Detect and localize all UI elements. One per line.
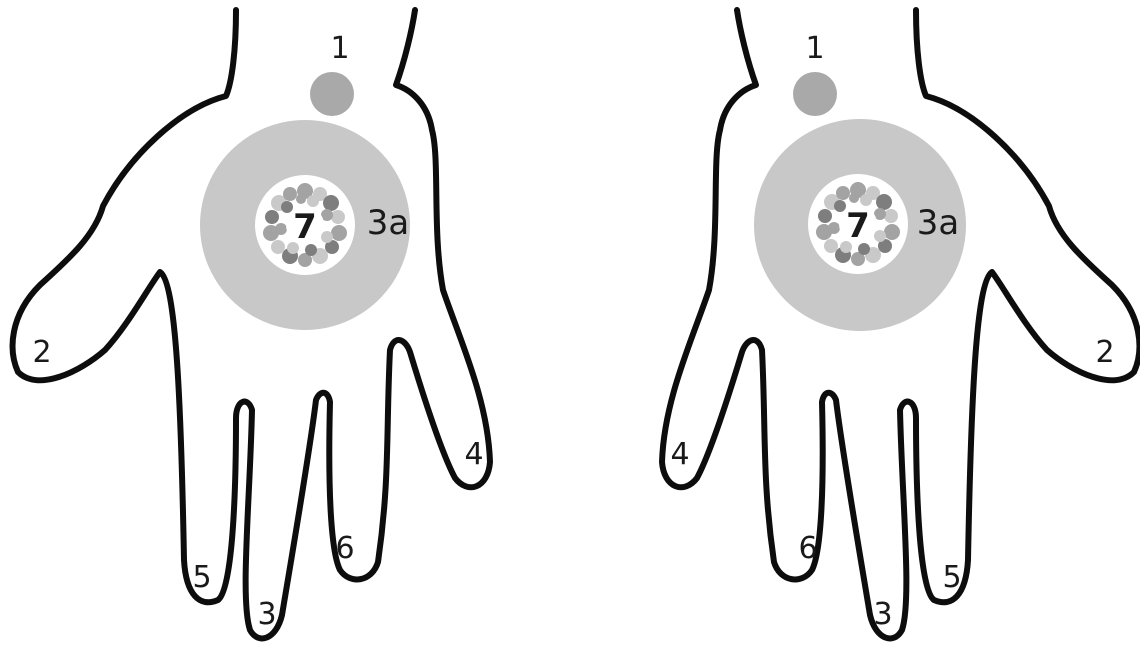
right-hand: 1 2 3 3a 4 5 6 7 [662,10,1139,638]
right-label-1: 1 [805,31,824,66]
right-hand-outline [662,10,1139,638]
left-label-2: 2 [32,335,51,370]
left-label-7: 7 [293,207,317,247]
left-label-5: 5 [192,560,211,595]
right-label-3: 3 [873,597,892,632]
right-label-3a: 3a [917,203,959,243]
left-label-3a: 3a [367,203,409,243]
left-hand-outline [13,10,490,638]
left-label-6: 6 [335,531,354,566]
right-label-5: 5 [942,560,961,595]
left-label-1: 1 [330,31,349,66]
right-label-2: 2 [1095,335,1114,370]
left-point-1-dot [310,72,354,116]
left-label-4: 4 [464,437,483,472]
right-label-6: 6 [798,531,817,566]
left-hand: 1 2 3 3a 4 5 6 7 [13,10,490,638]
right-label-7: 7 [846,206,870,246]
right-label-4: 4 [670,437,689,472]
right-point-1-dot [793,72,837,116]
left-label-3: 3 [257,597,276,632]
